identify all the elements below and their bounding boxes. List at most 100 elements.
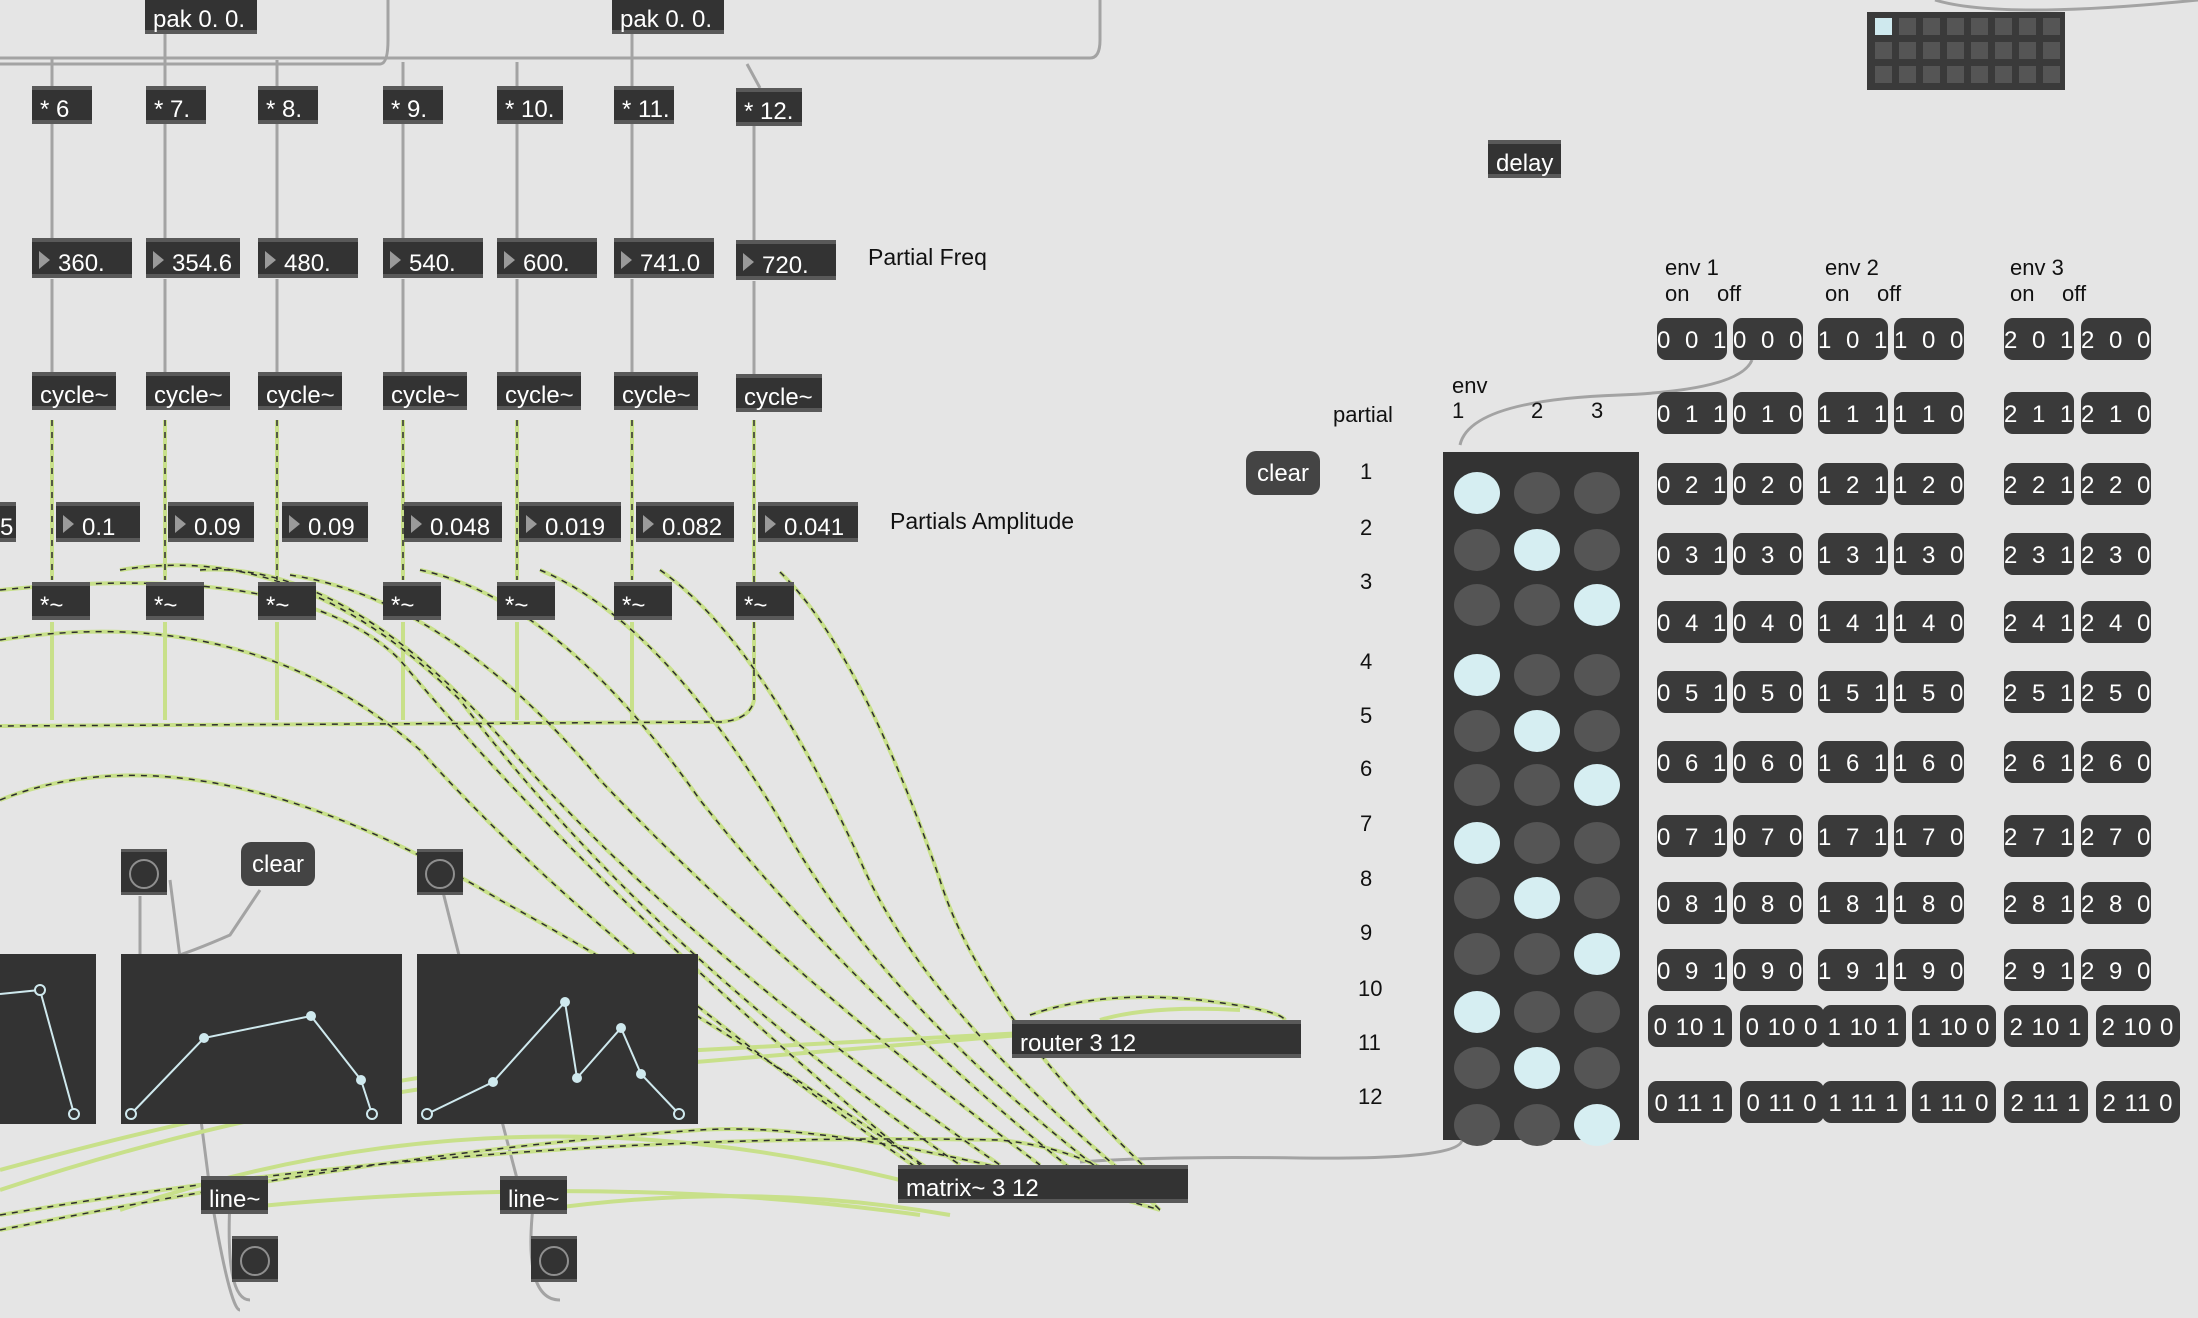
mini-grid-cell[interactable] [1899,66,1916,83]
env-message-button[interactable]: 1 11 0 [1912,1081,1996,1123]
env-message-button[interactable]: 2 10 0 [2096,1005,2180,1047]
env-message-button[interactable]: 0 5 1 [1657,671,1727,713]
sig-mult-8[interactable]: *~ [258,582,316,620]
mini-grid-cell[interactable] [2019,42,2036,59]
env-message-button[interactable]: 0 11 0 [1740,1081,1824,1123]
env-message-button[interactable]: 2 4 0 [2081,601,2151,643]
matrix-cell[interactable] [1514,933,1560,975]
env-message-button[interactable]: 1 3 0 [1894,533,1964,575]
env-message-button[interactable]: 0 8 0 [1733,882,1803,924]
mini-grid-cell[interactable] [1875,66,1892,83]
matrix-cell[interactable] [1454,877,1500,919]
envelope-function-1[interactable] [121,954,402,1124]
freq-number-8[interactable]: 480. [258,238,358,278]
env-message-button[interactable]: 2 7 1 [2004,815,2074,857]
matrix-cell[interactable] [1454,584,1500,626]
line-signal-2[interactable]: line~ [500,1176,567,1214]
multiply-12[interactable]: * 12. [736,88,802,126]
env-message-button[interactable]: 2 1 0 [2081,392,2151,434]
multiply-6[interactable]: * 6 [32,86,92,124]
freq-number-6[interactable]: 360. [32,238,132,278]
env-message-button[interactable]: 1 2 1 [1818,463,1888,505]
env-message-button[interactable]: 1 1 0 [1894,392,1964,434]
sig-mult-7[interactable]: *~ [146,582,204,620]
env-message-button[interactable]: 0 0 0 [1733,318,1803,360]
sig-mult-12[interactable]: *~ [736,582,794,620]
line-signal-1[interactable]: line~ [201,1176,268,1214]
matrix-cell[interactable] [1574,991,1620,1033]
mini-grid-cell[interactable] [1995,42,2012,59]
bang-button-2[interactable] [417,849,463,895]
mini-grid-cell[interactable] [2019,66,2036,83]
matrix-cell[interactable] [1514,991,1560,1033]
mini-grid-cell[interactable] [1875,42,1892,59]
env-message-button[interactable]: 1 7 1 [1818,815,1888,857]
env-message-button[interactable]: 1 3 1 [1818,533,1888,575]
matrix-cell[interactable] [1574,529,1620,571]
mini-grid-cell[interactable] [1971,66,1988,83]
env-message-button[interactable]: 0 8 1 [1657,882,1727,924]
router-object[interactable]: router 3 12 [1012,1020,1301,1058]
clear-envelopes-button[interactable]: clear [241,842,316,886]
matrix-cell[interactable] [1514,1104,1560,1146]
matrix-cell[interactable] [1454,822,1500,864]
freq-number-11[interactable]: 741.0 [614,238,714,278]
mini-grid-cell[interactable] [1899,18,1916,35]
freq-number-9[interactable]: 540. [383,238,483,278]
env-message-button[interactable]: 1 5 1 [1818,671,1888,713]
matrix-signal-object[interactable]: matrix~ 3 12 [898,1165,1188,1203]
env-message-button[interactable]: 2 3 1 [2004,533,2074,575]
matrix-cell[interactable] [1454,1104,1500,1146]
matrix-cell[interactable] [1574,1104,1620,1146]
mini-grid-cell[interactable] [1995,18,2012,35]
matrix-cell[interactable] [1454,472,1500,514]
amp-number-11[interactable]: 0.082 [636,502,734,542]
env-message-button[interactable]: 1 5 0 [1894,671,1964,713]
env-message-button[interactable]: 2 5 1 [2004,671,2074,713]
env-message-button[interactable]: 0 1 0 [1733,392,1803,434]
env-message-button[interactable]: 0 0 1 [1657,318,1727,360]
env-message-button[interactable]: 0 6 0 [1733,741,1803,783]
env-message-button[interactable]: 1 0 0 [1894,318,1964,360]
mini-matrix-grid[interactable] [1867,12,2065,90]
amp-number-6[interactable]: 0.1 [56,502,140,542]
matrix-cell[interactable] [1574,584,1620,626]
env-message-button[interactable]: 2 3 0 [2081,533,2151,575]
mini-grid-cell[interactable] [1875,18,1892,35]
amp-number-9[interactable]: 0.048 [404,502,502,542]
env-message-button[interactable]: 1 1 1 [1818,392,1888,434]
env-message-button[interactable]: 2 6 1 [2004,741,2074,783]
mini-grid-cell[interactable] [1923,66,1940,83]
env-message-button[interactable]: 2 8 1 [2004,882,2074,924]
bang-button-1[interactable] [121,849,167,895]
envelope-function-partial[interactable] [0,954,96,1124]
mini-grid-cell[interactable] [2019,18,2036,35]
matrix-cell[interactable] [1514,822,1560,864]
env-message-button[interactable]: 2 9 0 [2081,949,2151,991]
env-message-button[interactable]: 0 10 1 [1648,1005,1732,1047]
env-message-button[interactable]: 0 6 1 [1657,741,1727,783]
freq-number-12[interactable]: 720. [736,240,836,280]
matrix-cell[interactable] [1454,764,1500,806]
env-message-button[interactable]: 1 8 0 [1894,882,1964,924]
matrix-cell[interactable] [1454,710,1500,752]
mini-grid-cell[interactable] [1971,42,1988,59]
freq-number-7[interactable]: 354.6 [146,238,240,278]
sig-mult-10[interactable]: *~ [497,582,555,620]
multiply-8[interactable]: * 8. [258,86,318,124]
matrix-cell[interactable] [1514,877,1560,919]
env-message-button[interactable]: 1 10 1 [1822,1005,1906,1047]
cycle-osc-8[interactable]: cycle~ [258,372,342,410]
matrix-cell[interactable] [1574,764,1620,806]
matrix-cell[interactable] [1574,822,1620,864]
clear-matrix-button[interactable]: clear [1246,451,1321,495]
env-message-button[interactable]: 1 11 1 [1822,1081,1906,1123]
envelope-function-2[interactable] [417,954,698,1124]
multiply-7[interactable]: * 7. [146,86,206,124]
matrix-cell[interactable] [1574,654,1620,696]
matrix-cell[interactable] [1574,877,1620,919]
mini-grid-cell[interactable] [2043,66,2060,83]
freq-number-10[interactable]: 600. [497,238,597,278]
env-message-button[interactable]: 0 7 0 [1733,815,1803,857]
pak-object-2[interactable]: pak 0. 0. [612,0,724,34]
